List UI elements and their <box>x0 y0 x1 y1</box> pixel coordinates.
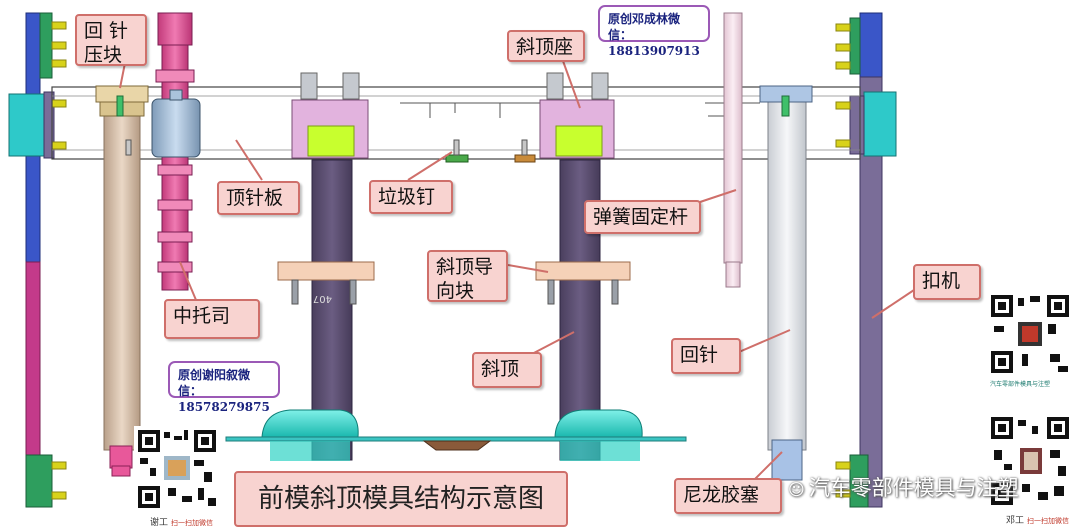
label-middle-guide: 中托司 <box>164 299 260 339</box>
label-nylon-plug: 尼龙胶塞 <box>674 478 782 514</box>
qr-left-caption-small: 扫一扫加微信 <box>171 519 214 527</box>
qr-left-caption-name: 谢工 <box>150 518 169 528</box>
qr-right-caption-name: 邓工 <box>1006 516 1025 526</box>
spring-rod <box>723 12 743 288</box>
right-lifter <box>535 72 643 461</box>
label-spring-rod: 弹簧固定杆 <box>584 200 701 234</box>
watermark: ☺汽车零部件模具与注塑 <box>788 472 1019 502</box>
leader-lines <box>119 60 915 481</box>
qr-right-caption: 邓工扫一扫加微信 <box>1006 513 1069 526</box>
diagram-title: 前模斜顶模具结构示意图 <box>234 471 568 527</box>
wechat-top-line1: 原创邓成林微信： <box>608 12 681 42</box>
left-lifter: 407 <box>261 72 375 461</box>
label-latch: 扣机 <box>913 264 981 300</box>
label-return-pin: 回针 <box>671 338 741 374</box>
qr-code-top-right <box>988 292 1072 376</box>
label-ejector-plate: 顶针板 <box>217 181 300 215</box>
qr-code-bottom-right <box>988 414 1072 508</box>
watermark-text: 汽车零部件模具与注塑 <box>808 476 1019 500</box>
wechat-top-line2: 18813907913 <box>608 44 700 58</box>
label-lifter-guide-block: 斜顶导 向块 <box>427 250 508 302</box>
qr-top-right-text: 汽车零部件模具与注塑 <box>990 381 1051 388</box>
part-plate <box>225 436 687 461</box>
lifter-stamp: 407 <box>313 293 332 304</box>
wechat-contact-left: 原创谢阳叙微信： 18578279875 <box>168 361 280 414</box>
qr-code-left <box>134 426 220 512</box>
left-latch-assembly <box>8 12 67 508</box>
qr-right-caption-small: 扫一扫加微信 <box>1027 517 1070 525</box>
right-return-pin <box>759 85 813 481</box>
qr-left-caption: 谢工扫一扫加微信 <box>150 515 213 528</box>
watermark-icon: ☺ <box>788 480 805 499</box>
label-return-pin-press-block: 回 针 压块 <box>75 14 147 66</box>
label-lifter: 斜顶 <box>472 352 542 388</box>
left-return-pin <box>95 85 149 477</box>
wechat-left-line1: 原创谢阳叙微信： <box>178 368 251 398</box>
wechat-contact-top: 原创邓成林微信： 18813907913 <box>598 5 710 58</box>
label-lifter-seat: 斜顶座 <box>507 30 585 62</box>
label-stop-pin: 垃圾钉 <box>369 180 453 214</box>
wechat-left-line2: 18578279875 <box>178 400 270 414</box>
middle-guide-pin <box>151 12 201 291</box>
